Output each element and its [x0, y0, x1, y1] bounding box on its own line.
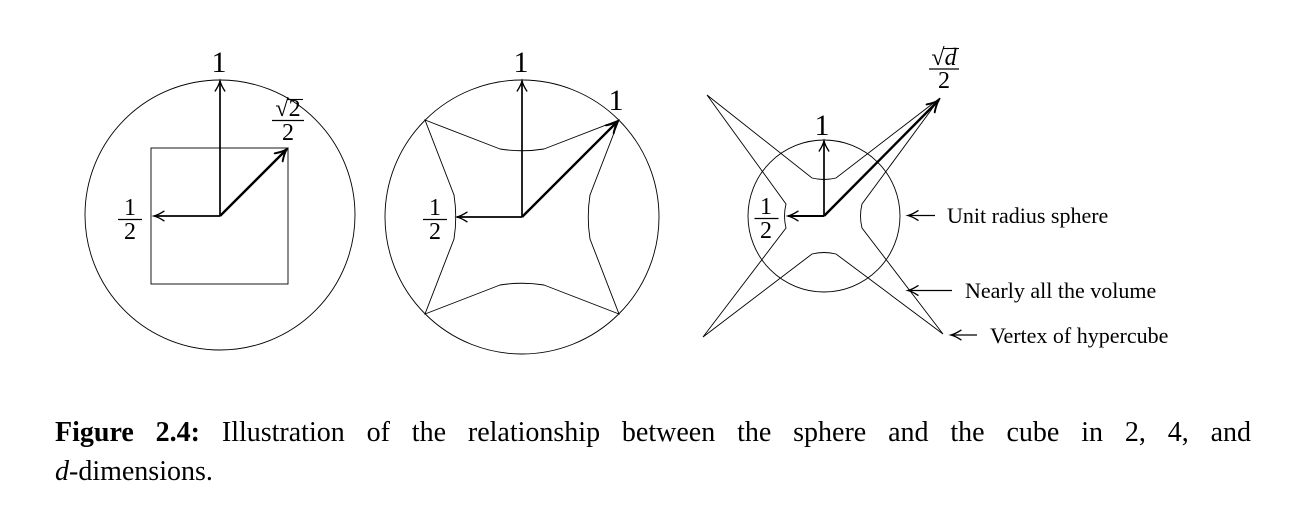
- caption-line-2: d-dimensions.: [55, 452, 1251, 491]
- vertex-arrow-dd: [823, 101, 939, 217]
- fraction-denominator: 2: [282, 120, 294, 146]
- panel-2d: 1 √2 2 1 2: [84, 46, 356, 351]
- fraction-denominator: 2: [124, 219, 136, 245]
- caption-dimension-var: d: [55, 456, 69, 487]
- half-diagonal-fraction-2d: √2 2: [272, 96, 304, 146]
- fraction-denominator: 2: [760, 218, 772, 244]
- radius-label-4d: 1: [514, 46, 529, 79]
- panel-dd: 1 √d 2 1 2 Unit radius sphere Nearly all…: [702, 45, 1168, 348]
- caption-line-1: Figure 2.4: Illustration of the relation…: [55, 413, 1251, 452]
- fraction-denominator: 2: [429, 219, 441, 245]
- hypercube-star-4d: [424, 119, 620, 315]
- sphere-annotation-label: Unit radius sphere: [947, 203, 1108, 228]
- radius-label-2d: 1: [212, 46, 227, 79]
- caption-label: Figure 2.4:: [55, 417, 200, 448]
- vertex-annotation-label: Vertex of hypercube: [990, 323, 1168, 348]
- hypercube-star-dd: [702, 94, 944, 338]
- radicand: d: [945, 45, 958, 71]
- caption-text: Illustration of the relationship between…: [221, 417, 1251, 448]
- fraction-denominator: 2: [938, 68, 950, 94]
- half-diagonal-arrow-2d: [219, 150, 287, 217]
- vertex-distance-label-4d: 1: [609, 84, 624, 117]
- radical-sign: √: [931, 45, 945, 71]
- radius-label-dd: 1: [815, 109, 830, 142]
- radicand: 2: [289, 96, 301, 122]
- fraction-numerator: 1: [124, 195, 136, 221]
- fraction-numerator: √d: [931, 45, 957, 71]
- half-side-fraction-dd: 1 2: [754, 194, 779, 244]
- fraction-numerator: 1: [429, 195, 441, 221]
- half-side-fraction-2d: 1 2: [118, 195, 142, 245]
- caption-text-rest: -dimensions.: [69, 456, 213, 487]
- radical-sign: √: [275, 96, 289, 122]
- panel-4d: 1 1 1 2: [384, 46, 660, 355]
- vertex-arrow-4d: [521, 122, 618, 218]
- half-side-fraction-4d: 1 2: [423, 195, 447, 245]
- figure-caption: Figure 2.4: Illustration of the relation…: [55, 413, 1251, 491]
- fraction-numerator: √2: [275, 96, 300, 122]
- fraction-numerator: 1: [760, 194, 772, 220]
- volume-annotation-label: Nearly all the volume: [965, 278, 1156, 303]
- figure-2-4-diagram: 1 √2 2 1 2 1 1 1 2 1: [84, 45, 1168, 355]
- vertex-distance-fraction-dd: √d 2: [929, 45, 959, 94]
